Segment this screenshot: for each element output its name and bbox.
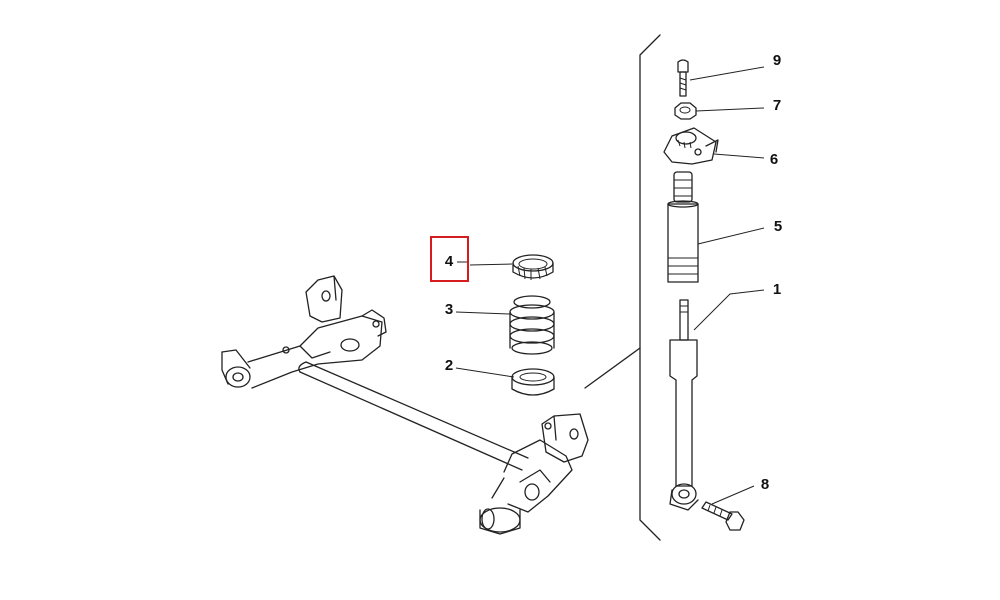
top-nut <box>674 102 697 120</box>
label-part-5: 5 <box>774 218 782 235</box>
coil-spring <box>509 295 555 355</box>
top-bolt <box>677 59 689 97</box>
highlight-box-part-4 <box>430 236 469 282</box>
lower-spring-seat <box>511 368 555 396</box>
label-part-7: 7 <box>773 97 781 114</box>
label-part-2: 2 <box>445 357 453 374</box>
leader-lines <box>455 66 765 505</box>
upper-spring-seat <box>512 254 554 280</box>
label-part-1: 1 <box>773 281 781 298</box>
upper-mount <box>663 127 719 165</box>
label-part-4: 4 <box>445 253 454 270</box>
callout-bracket <box>584 34 661 541</box>
label-part-8: 8 <box>761 476 769 493</box>
dust-boot <box>667 171 699 283</box>
label-part-6: 6 <box>770 151 778 168</box>
rear-axle-beam <box>221 275 589 535</box>
label-part-3: 3 <box>445 301 453 318</box>
label-part-9: 9 <box>773 52 781 69</box>
lower-bolt <box>701 501 745 531</box>
shock-absorber <box>669 299 699 511</box>
